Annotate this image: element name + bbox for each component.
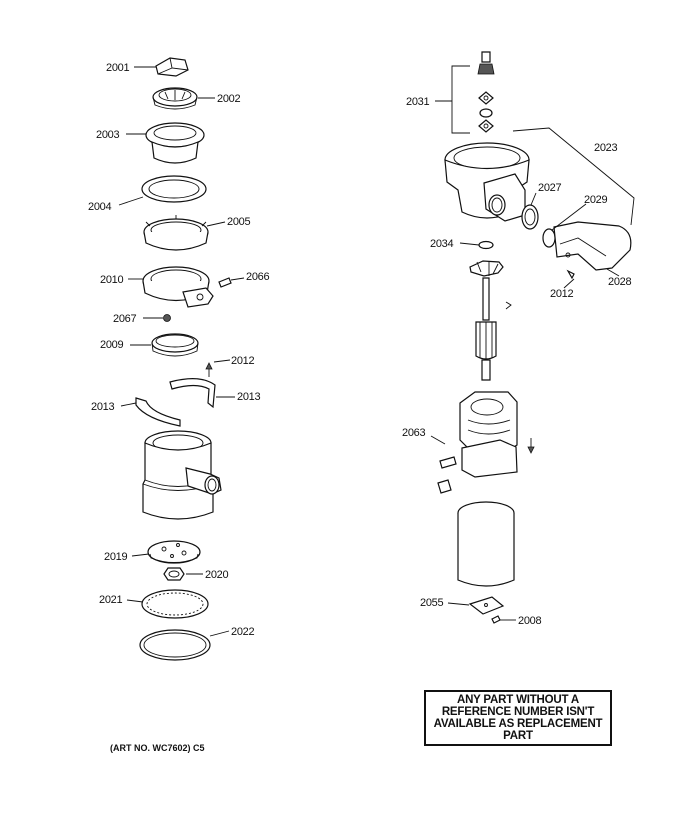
label-2028: 2028 bbox=[608, 276, 631, 288]
part-2005-mounting-ring bbox=[143, 215, 209, 251]
leader-lines bbox=[118, 66, 620, 637]
label-2002: 2002 bbox=[217, 93, 240, 105]
part-2009-snap-ring bbox=[151, 333, 199, 357]
notice-box: ANY PART WITHOUT A REFERENCE NUMBER ISN'… bbox=[424, 690, 612, 746]
art-number: (ART NO. WC7602) C5 bbox=[110, 743, 205, 753]
label-2029: 2029 bbox=[584, 194, 607, 206]
part-motor-can bbox=[457, 501, 515, 587]
part-2055-plate bbox=[468, 596, 505, 615]
part-2019-turntable bbox=[147, 540, 201, 564]
part-armature bbox=[475, 277, 512, 381]
part-2008-screw bbox=[491, 615, 501, 624]
part-2031-hardware-stack bbox=[451, 51, 495, 134]
label-2067: 2067 bbox=[113, 313, 136, 325]
label-2027: 2027 bbox=[538, 182, 561, 194]
label-2008: 2008 bbox=[518, 615, 541, 627]
part-2004-gasket bbox=[141, 175, 207, 203]
label-2055: 2055 bbox=[420, 597, 443, 609]
label-2034: 2034 bbox=[430, 238, 453, 250]
part-2066-screw bbox=[218, 277, 232, 288]
part-2012-screw-right bbox=[566, 269, 575, 280]
label-2022: 2022 bbox=[231, 626, 254, 638]
label-2063: 2063 bbox=[402, 427, 425, 439]
part-2034-washer bbox=[478, 240, 494, 250]
part-2001-stopper bbox=[155, 57, 189, 77]
label-2005: 2005 bbox=[227, 216, 250, 228]
label-2001: 2001 bbox=[106, 62, 129, 74]
part-2013-flange-half-right bbox=[169, 378, 216, 409]
part-2029-clamp bbox=[542, 228, 556, 248]
part-2020-nut bbox=[163, 567, 185, 581]
label-2013-left: 2013 bbox=[91, 401, 114, 413]
label-2019: 2019 bbox=[104, 551, 127, 563]
label-2066: 2066 bbox=[246, 271, 269, 283]
part-2028-discharge-elbow bbox=[553, 221, 632, 271]
part-2010-clamp-ring bbox=[142, 266, 214, 308]
label-2021: 2021 bbox=[99, 594, 122, 606]
label-2031: 2031 bbox=[406, 96, 429, 108]
label-2003: 2003 bbox=[96, 129, 119, 141]
label-2012-left: 2012 bbox=[231, 355, 254, 367]
label-2023: 2023 bbox=[594, 142, 617, 154]
label-2010: 2010 bbox=[100, 274, 123, 286]
label-2013-right: 2013 bbox=[237, 391, 260, 403]
part-2002-baffle bbox=[152, 87, 198, 110]
label-2009: 2009 bbox=[100, 339, 123, 351]
part-2012-screw-left bbox=[205, 362, 213, 377]
notice-text: ANY PART WITHOUT A REFERENCE NUMBER ISN'… bbox=[433, 694, 603, 742]
part-2022-gasket bbox=[139, 629, 211, 661]
part-2013-flange-half-left bbox=[135, 397, 181, 427]
part-2067-nut bbox=[163, 314, 171, 322]
part-2023-motor-housing bbox=[444, 127, 635, 226]
label-2004: 2004 bbox=[88, 201, 111, 213]
part-hopper-housing bbox=[142, 430, 222, 520]
part-2021-shredder-ring bbox=[141, 589, 209, 619]
part-2063-motor-stator bbox=[437, 391, 535, 494]
part-2027-inlet bbox=[521, 204, 539, 230]
label-2020: 2020 bbox=[205, 569, 228, 581]
part-impeller bbox=[469, 260, 504, 277]
part-2003-flange bbox=[145, 122, 205, 164]
label-2012-right: 2012 bbox=[550, 288, 573, 300]
